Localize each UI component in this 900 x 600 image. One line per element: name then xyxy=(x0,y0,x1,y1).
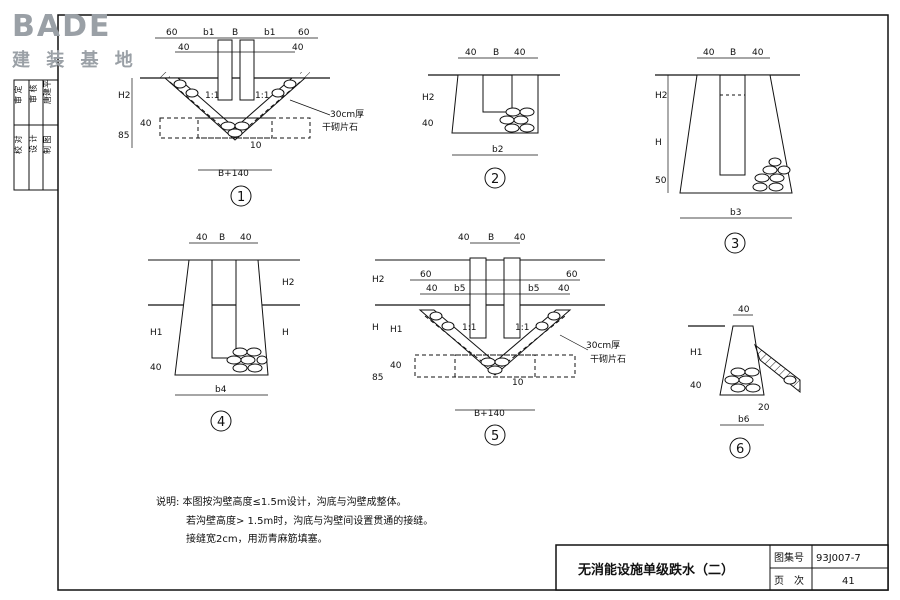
svg-text:H: H xyxy=(372,323,379,333)
svg-text:H1: H1 xyxy=(390,325,403,335)
figure-number: 5 xyxy=(491,429,499,444)
svg-text:40: 40 xyxy=(140,119,152,129)
svg-text:1:1: 1:1 xyxy=(462,323,476,333)
note-line: 说明: 本图按沟壁高度≤1.5m设计，沟底与沟壁成整体。 xyxy=(156,495,407,508)
svg-text:BADE: BADE xyxy=(12,9,111,44)
svg-text:60: 60 xyxy=(166,28,178,38)
figure-4-section: 40 B 40 H1 40 H2 H b4 4 xyxy=(148,233,300,432)
svg-text:10: 10 xyxy=(512,378,524,388)
drawing-border xyxy=(57,14,889,591)
svg-text:1:1: 1:1 xyxy=(515,323,529,333)
svg-text:H2: H2 xyxy=(282,278,295,288)
side-cell: 校 对 xyxy=(13,135,23,154)
note-line: 接缝宽2cm，用沥青麻筋填塞。 xyxy=(186,532,328,545)
svg-text:页 次: 页 次 xyxy=(774,574,804,587)
svg-text:B: B xyxy=(232,28,238,38)
svg-text:B: B xyxy=(493,48,499,58)
svg-text:H2: H2 xyxy=(655,91,668,101)
svg-text:干砌片石: 干砌片石 xyxy=(322,121,358,133)
side-cell: 设 计 xyxy=(28,134,38,153)
svg-text:b3: b3 xyxy=(730,208,741,218)
figure-5-v-channel: 40 B 40 60 40 b5 b5 40 60 H2 H H1 40 85 … xyxy=(372,233,626,446)
side-signature-block: 审 定 校 对 审 核 设 计 唐建平 制 图 xyxy=(13,79,59,191)
svg-text:50: 50 xyxy=(655,176,667,186)
svg-text:40: 40 xyxy=(458,233,470,243)
svg-text:40: 40 xyxy=(150,363,162,373)
atlas-number: 93J007-7 xyxy=(816,553,861,564)
svg-text:40: 40 xyxy=(422,119,434,129)
svg-text:20: 20 xyxy=(758,403,770,413)
svg-text:40: 40 xyxy=(752,48,764,58)
svg-text:40: 40 xyxy=(558,284,570,294)
svg-text:85: 85 xyxy=(372,373,383,383)
note-line: 若沟壁高度> 1.5m时，沟底与沟壁间设置贯通的接缝。 xyxy=(186,514,433,527)
svg-text:40: 40 xyxy=(514,233,526,243)
svg-text:H2: H2 xyxy=(422,93,435,103)
svg-text:40: 40 xyxy=(703,48,715,58)
side-cell: 审 定 xyxy=(13,85,23,104)
notes: 说明: 本图按沟壁高度≤1.5m设计，沟底与沟壁成整体。 若沟壁高度> 1.5m… xyxy=(156,495,433,545)
svg-text:40: 40 xyxy=(738,305,750,315)
svg-text:60: 60 xyxy=(298,28,310,38)
svg-text:40: 40 xyxy=(426,284,438,294)
side-cell: 制 图 xyxy=(42,135,52,154)
svg-text:b4: b4 xyxy=(215,385,227,395)
figure-6-section: 40 H1 40 b6 20 6 xyxy=(688,305,801,459)
title-block: 无消能设施单级跌水（二） 图集号 93J007-7 页 次 41 xyxy=(555,544,889,591)
svg-text:H1: H1 xyxy=(150,328,163,338)
svg-text:40: 40 xyxy=(690,381,702,391)
svg-text:干砌片石: 干砌片石 xyxy=(590,353,626,365)
figure-1-v-channel: 60 b1 B b1 60 40 40 H2 40 85 B+140 10 1:… xyxy=(118,28,364,207)
figure-3-section: 40 B 40 H2 H 50 b3 3 xyxy=(655,48,800,254)
svg-text:b1: b1 xyxy=(203,28,214,38)
svg-text:b2: b2 xyxy=(492,145,503,155)
svg-text:b5: b5 xyxy=(528,284,539,294)
svg-text:H: H xyxy=(655,138,662,148)
svg-text:图集号: 图集号 xyxy=(774,551,804,564)
svg-text:40: 40 xyxy=(514,48,526,58)
svg-text:40: 40 xyxy=(390,361,402,371)
svg-text:30cm厚: 30cm厚 xyxy=(330,109,364,120)
svg-text:B+140: B+140 xyxy=(218,169,249,179)
figure-number: 3 xyxy=(731,237,739,252)
svg-text:60: 60 xyxy=(566,270,578,280)
svg-text:40: 40 xyxy=(240,233,252,243)
figure-2-section: 40 B 40 H2 40 b2 2 xyxy=(422,48,560,189)
svg-text:40: 40 xyxy=(465,48,477,58)
drawing-title: 无消能设施单级跌水（二） xyxy=(577,562,734,578)
svg-text:85: 85 xyxy=(118,131,129,141)
svg-text:30cm厚: 30cm厚 xyxy=(586,340,620,351)
svg-text:40: 40 xyxy=(178,43,190,53)
svg-text:H2: H2 xyxy=(118,91,131,101)
svg-text:b5: b5 xyxy=(454,284,465,294)
svg-text:40: 40 xyxy=(292,43,304,53)
figure-number: 6 xyxy=(736,442,744,457)
svg-text:B: B xyxy=(488,233,494,243)
svg-text:40: 40 xyxy=(196,233,208,243)
figure-number: 1 xyxy=(237,190,245,205)
svg-text:B: B xyxy=(730,48,736,58)
svg-text:1:1: 1:1 xyxy=(205,91,219,101)
svg-text:建 装 基 地: 建 装 基 地 xyxy=(12,49,138,71)
svg-text:B: B xyxy=(219,233,225,243)
svg-text:1:1: 1:1 xyxy=(255,91,269,101)
svg-text:B+140: B+140 xyxy=(474,409,505,419)
page-number: 41 xyxy=(842,576,855,587)
svg-text:H1: H1 xyxy=(690,348,703,358)
svg-text:60: 60 xyxy=(420,270,432,280)
side-cell: 唐建平 xyxy=(42,80,52,104)
svg-text:H2: H2 xyxy=(372,275,385,285)
svg-text:b1: b1 xyxy=(264,28,275,38)
watermark: BADE 建 装 基 地 xyxy=(12,9,138,71)
side-cell: 审 核 xyxy=(28,84,38,103)
figure-number: 4 xyxy=(217,415,225,430)
svg-text:H: H xyxy=(282,328,289,338)
svg-text:b6: b6 xyxy=(738,415,750,425)
svg-text:10: 10 xyxy=(250,141,262,151)
figure-number: 2 xyxy=(491,172,499,187)
